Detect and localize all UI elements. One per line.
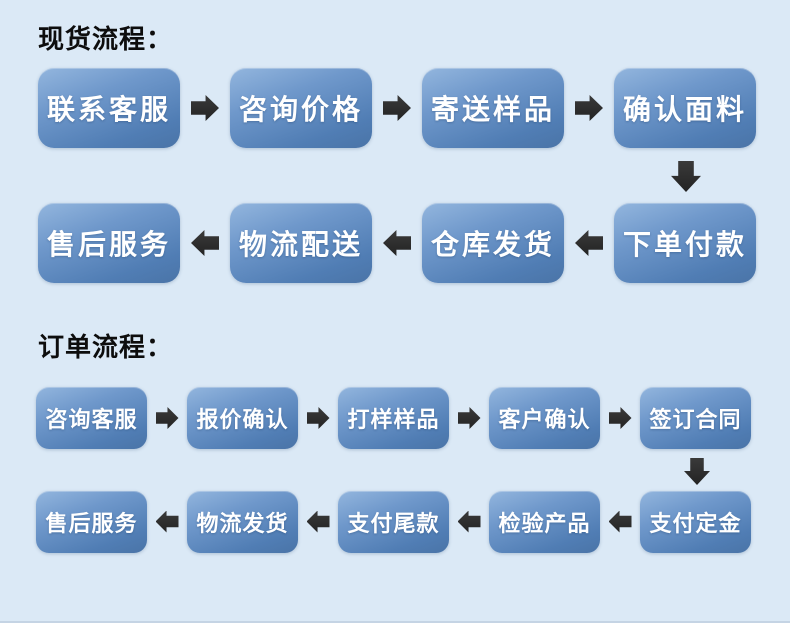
flow-step-box: 签订合同 bbox=[640, 387, 751, 449]
arrow-left-icon bbox=[155, 510, 179, 533]
flow-step-box: 报价确认 bbox=[187, 387, 298, 449]
arrow-right-icon bbox=[608, 407, 632, 429]
flow-step-box: 联系客服 bbox=[38, 68, 180, 148]
bottom-edge-line bbox=[0, 621, 790, 623]
arrow-left-icon bbox=[608, 510, 632, 533]
arrow-right-icon bbox=[383, 95, 411, 121]
order-flow-row-1: 咨询客服 报价确认 打样样品 客户确认 签订合同 bbox=[36, 387, 751, 449]
flow-step-box: 咨询客服 bbox=[36, 387, 147, 449]
arrow-gap bbox=[564, 68, 614, 148]
flow-step-box: 物流配送 bbox=[230, 203, 372, 283]
arrow-gap bbox=[298, 387, 338, 449]
flow-step-box: 售后服务 bbox=[38, 203, 180, 283]
flow-step-box: 支付尾款 bbox=[338, 490, 449, 553]
flow-step-box: 打样样品 bbox=[338, 387, 449, 449]
arrow-gap bbox=[372, 68, 422, 148]
arrow-gap bbox=[147, 387, 187, 449]
arrow-gap bbox=[449, 491, 489, 553]
flow-step-box: 寄送样品 bbox=[422, 68, 564, 148]
arrow-gap bbox=[564, 203, 614, 283]
arrow-left-icon bbox=[191, 230, 219, 256]
arrow-left-icon bbox=[306, 510, 330, 533]
arrow-gap bbox=[600, 491, 640, 553]
arrow-gap bbox=[372, 203, 422, 283]
flow-step-box: 检验产品 bbox=[489, 490, 600, 553]
section-title-order-flow: 订单流程： bbox=[38, 333, 174, 363]
arrow-right-icon bbox=[457, 407, 481, 429]
arrow-gap bbox=[180, 203, 230, 283]
spot-flow-row-1: 联系客服 咨询价格 寄送样品 确认面料 bbox=[38, 68, 756, 148]
arrow-down-icon bbox=[671, 161, 701, 192]
order-flow-row-2: 售后服务 物流发货 支付尾款 检验产品 支付定金 bbox=[36, 490, 751, 553]
arrow-left-icon bbox=[457, 510, 481, 533]
arrow-right-icon bbox=[306, 407, 330, 429]
flow-step-box: 咨询价格 bbox=[230, 68, 372, 148]
arrow-gap bbox=[180, 68, 230, 148]
arrow-left-icon bbox=[383, 230, 411, 256]
flow-step-box: 客户确认 bbox=[489, 387, 600, 449]
flow-step-box: 下单付款 bbox=[614, 203, 756, 283]
flow-step-box: 物流发货 bbox=[187, 490, 298, 553]
arrow-gap bbox=[600, 387, 640, 449]
flow-step-box: 确认面料 bbox=[614, 68, 756, 148]
arrow-right-icon bbox=[155, 407, 179, 429]
arrow-left-icon bbox=[575, 230, 603, 256]
flow-step-box: 售后服务 bbox=[36, 490, 147, 553]
arrow-down-icon bbox=[684, 458, 710, 485]
flow-step-box: 支付定金 bbox=[640, 490, 751, 553]
flow-step-box: 仓库发货 bbox=[422, 203, 564, 283]
arrow-gap bbox=[449, 387, 489, 449]
arrow-right-icon bbox=[575, 95, 603, 121]
spot-flow-row-2: 售后服务 物流配送 仓库发货 下单付款 bbox=[38, 203, 756, 283]
arrow-right-icon bbox=[191, 95, 219, 121]
section-title-spot-flow: 现货流程： bbox=[38, 25, 174, 55]
arrow-gap bbox=[298, 491, 338, 553]
arrow-gap bbox=[147, 491, 187, 553]
